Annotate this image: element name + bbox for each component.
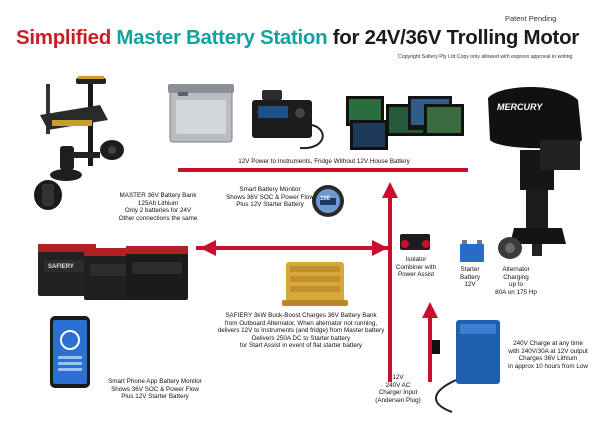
smartphone-app-illustration: [50, 316, 90, 388]
starter-battery-label: Starter Battery 12V: [460, 266, 480, 289]
power-to-instruments-label: 12V Power to Instruments, Fridge Without…: [238, 158, 410, 165]
title-simplified: Simplified: [16, 26, 111, 49]
isolator-combiner-illustration: [400, 234, 430, 250]
trolling-motor-illustration: [34, 76, 124, 210]
chartplotter-displays: [346, 96, 464, 150]
master-battery-bank-label: MASTER 36V Battery Bank 125Ah Lithium On…: [118, 192, 198, 222]
alternator-illustration: [498, 237, 522, 259]
title-trolling-motor: for 24V/36V Trolling Motor: [332, 26, 580, 49]
ac-charger-illustration: [432, 320, 500, 413]
lithium-battery-bank: [38, 244, 188, 300]
starter-battery-illustration: [460, 240, 484, 262]
page-title: Simplified Master Battery Station for 24…: [16, 26, 579, 50]
alternator-charging-label: Alternator Charging up to 80A on 175 Hp: [495, 266, 537, 296]
bidirectional-transfer-label: Bi-Directional Power Transfer up to 3,00…: [237, 239, 357, 246]
charger-input-label: 12V 240V AC Charger Input (Andersen Plug…: [375, 374, 421, 404]
smart-battery-monitor-illustration: [312, 185, 344, 217]
patent-pending-text: Patent Pending: [505, 14, 557, 23]
buck-boost-charger-illustration: [282, 262, 348, 306]
phone-app-monitor-label: Smart Phone App Battery Monitor Shows 36…: [108, 378, 202, 401]
outboard-motor-illustration: [488, 87, 582, 256]
buck-boost-description: SAFIERY 3kW Buck-Boost Charges 36V Batte…: [217, 312, 385, 350]
power-flow-arrows: [178, 168, 468, 382]
title-master-battery-station: Master Battery Station: [116, 26, 328, 49]
isolator-combiner-label: Isolator Combiner with Power Assist: [395, 256, 437, 279]
battery-brand-text: SAFIERY: [48, 264, 74, 270]
smart-battery-monitor-label: Smart Battery Monitor Shows 36V SOC & Po…: [226, 186, 314, 209]
charge-240v-description: 240V Charge at any time with 240V/30A at…: [508, 340, 588, 370]
vhf-radio-illustration: [252, 90, 324, 150]
copyright-text: Copyright Safiery Pty Ltd Copy only allo…: [398, 54, 573, 60]
fridge-illustration: [168, 84, 234, 143]
monitor-readout-text: 100: [320, 196, 331, 202]
mercury-brand-text: MERCURY: [497, 102, 543, 112]
